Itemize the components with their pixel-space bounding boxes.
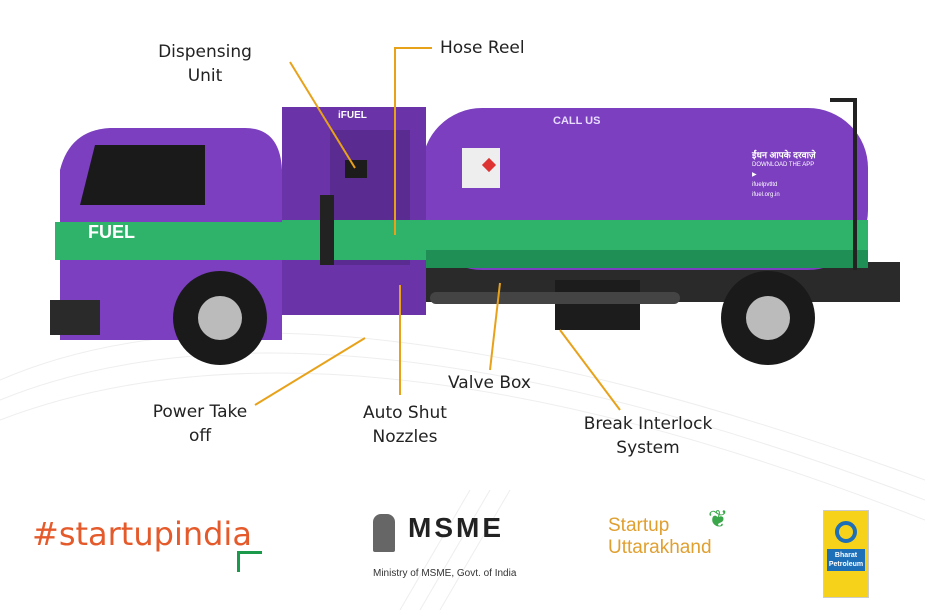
bharat-petroleum-logo: Bharat Petroleum <box>823 510 869 598</box>
tank-lower-stripe <box>422 250 868 268</box>
leader-valve-box <box>489 282 501 371</box>
label-line: Unit <box>187 66 223 86</box>
msme-caption: Ministry of MSME, Govt. of India <box>373 568 517 579</box>
tank-stripe <box>422 220 868 250</box>
label-line: Power Take <box>152 402 248 422</box>
label-line: Nozzles <box>372 427 438 447</box>
leader-power-take-off <box>254 337 366 406</box>
tank-call-us: CALL US <box>553 115 601 127</box>
tank-download: DOWNLOAD THE APP <box>752 162 815 168</box>
startup-uk-line1: Startup <box>608 515 670 536</box>
leader-dispensing-unit <box>289 61 356 169</box>
tank-social: ifuelpvtltd <box>752 182 778 188</box>
cabinet-stripe <box>282 220 426 260</box>
tank-site: ifuel.org.in <box>752 192 780 198</box>
msme-text: MSME <box>408 512 504 543</box>
label-valve-box: Valve Box <box>448 373 531 393</box>
cab-stripe <box>55 222 282 260</box>
leader-lines <box>254 47 621 411</box>
label-line: Auto Shut <box>363 403 447 423</box>
label-power-take-off: Power Take off <box>135 400 265 448</box>
bumper <box>50 300 100 335</box>
leader-break-interlock <box>559 329 621 411</box>
startup-uk-line2: Uttarakhand <box>608 537 712 558</box>
startupindia-step <box>237 551 262 572</box>
front-hub <box>198 296 242 340</box>
emblem-icon <box>373 514 395 552</box>
unit-brand: iFUEL <box>338 110 367 121</box>
leader-hose-reel <box>394 47 432 235</box>
bpcl-emblem-icon <box>835 521 857 543</box>
label-auto-shut-nozzles: Auto Shut Nozzles <box>345 401 465 449</box>
label-line: Break Interlock <box>583 414 713 434</box>
cab-brand: FUEL <box>88 222 135 242</box>
hazard-diamond-icon <box>481 157 497 173</box>
label-dispensing-unit: Dispensing Unit <box>145 40 265 88</box>
startupindia-text: #startupindia <box>32 515 252 553</box>
leaf-icon: ❦ <box>708 506 729 533</box>
label-line: System <box>616 438 680 458</box>
tank-info: ईंधन आपके दरवाज़े DOWNLOAD THE APP ▶ ifu… <box>752 150 816 200</box>
dispenser-display <box>345 160 367 178</box>
background-lines <box>0 332 925 610</box>
label-break-interlock: Break Interlock System <box>572 412 724 460</box>
bpcl-line2: Petroleum <box>828 561 864 568</box>
tank-hindi: ईंधन आपके दरवाज़े <box>752 150 816 160</box>
label-line: Dispensing <box>158 42 252 62</box>
rear-hub <box>746 296 790 340</box>
tank-ladder <box>830 98 857 270</box>
side-rail <box>430 292 680 304</box>
bpcl-text: Bharat Petroleum <box>827 549 865 571</box>
label-line: off <box>188 426 212 446</box>
bpcl-line1: Bharat <box>834 552 858 559</box>
app-store-icons: ▶ <box>752 172 757 178</box>
windshield <box>80 145 205 205</box>
hazard-placard <box>462 148 500 188</box>
battery-box <box>555 280 640 330</box>
startupindia-logo: #startupindia <box>32 515 262 572</box>
label-hose-reel: Hose Reel <box>440 38 525 58</box>
nozzle <box>320 195 334 265</box>
startup-uttarakhand-logo: Startup Uttarakhand ❦ <box>608 508 728 559</box>
